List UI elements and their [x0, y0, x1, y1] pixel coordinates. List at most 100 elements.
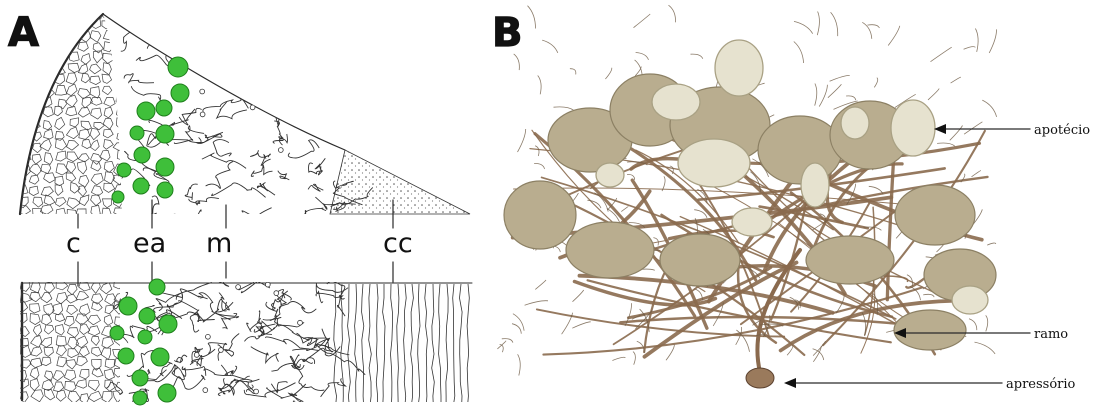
cortex-cell: [116, 97, 126, 107]
algal-cell: [117, 163, 131, 177]
hypha: [185, 184, 198, 200]
cortex-cell: [42, 51, 53, 60]
hypha-tip: [220, 48, 225, 53]
hypha: [241, 269, 269, 293]
cortex-cell: [30, 358, 41, 368]
hypha: [204, 369, 250, 379]
cortex-cell: [55, 325, 64, 336]
cortex-cell: [64, 316, 74, 326]
cilium: [634, 14, 651, 28]
hypha: [292, 102, 317, 127]
cortex-cell: [103, 53, 114, 63]
thallus-lobe: [504, 181, 576, 249]
cortex-cell: [18, 109, 27, 118]
hypha: [291, 366, 324, 391]
hypha: [242, 208, 272, 225]
cilium: [817, 11, 819, 35]
hypha: [229, 74, 245, 86]
hypha-tip: [194, 353, 199, 358]
cortex-cell: [33, 197, 43, 207]
cortex-cell: [33, 209, 43, 219]
label-apothecium: apotécio: [1034, 123, 1090, 138]
cortex-cell: [65, 381, 76, 392]
cortex-cell: [105, 172, 115, 184]
algal-cell: [110, 326, 124, 340]
cortex-cell: [90, 140, 99, 151]
cortex-cell: [56, 336, 66, 346]
cortex-cell: [30, 186, 39, 195]
cilium: [653, 238, 658, 246]
cilium: [572, 322, 590, 328]
cilium: [815, 84, 817, 106]
hypha: [345, 85, 356, 98]
cortex-cell: [116, 108, 128, 119]
cilium: [794, 21, 813, 33]
label-holdfast: apressório: [1006, 377, 1076, 392]
cortex-cell: [65, 30, 75, 42]
apothecium-disc: [891, 100, 935, 156]
cortex-network-bottom: [17, 279, 127, 405]
hypha-tip: [265, 282, 270, 287]
cortex-cell: [32, 77, 43, 87]
cortex-cell: [114, 279, 125, 289]
cortex-cell: [102, 86, 111, 95]
cortex-cell: [66, 20, 78, 30]
cortex-cell: [57, 357, 67, 367]
cortex-cell: [29, 100, 40, 110]
cortex-cell: [53, 303, 63, 315]
cortex-cell: [89, 391, 102, 401]
cortex-cell: [92, 347, 102, 356]
algal-cell: [137, 102, 155, 120]
thallus-lobe: [895, 185, 975, 245]
arrow-apothecium-head: [934, 124, 946, 134]
cilium: [975, 342, 996, 354]
cortex-cell: [70, 118, 79, 127]
cilium: [669, 5, 676, 22]
cord-fibre: [425, 284, 428, 409]
cilium: [534, 163, 544, 169]
cortex-cell: [33, 154, 42, 164]
cortex-cell: [54, 106, 62, 115]
cilium: [846, 96, 856, 100]
cilium: [514, 54, 520, 70]
cortex-cell: [67, 284, 77, 294]
cortex-cell: [41, 357, 51, 365]
thallus-lobe: [758, 116, 842, 184]
hypha: [213, 140, 231, 157]
cortex-cell: [43, 107, 53, 117]
cortex-cell: [66, 173, 76, 182]
cortex-cell: [91, 336, 99, 345]
cortex-cell: [104, 140, 114, 150]
cortex-cell: [117, 132, 128, 141]
cortex-cell: [103, 63, 112, 75]
cord-fibre: [341, 284, 344, 409]
hypha: [251, 159, 270, 176]
cortex-cell: [68, 337, 79, 349]
cortex-cell: [66, 127, 78, 139]
cortex-cell: [19, 87, 29, 96]
apothecium-disc: [678, 139, 750, 187]
cortex-cell: [92, 302, 103, 311]
cortex-cell: [104, 161, 114, 172]
hypha-tip: [254, 389, 259, 394]
cortex-cell: [102, 199, 111, 208]
cortex-cell: [55, 139, 66, 150]
cortex-cell: [19, 140, 29, 151]
algal-cell: [138, 330, 152, 344]
cortex-cell: [116, 118, 126, 129]
cortex-cell: [42, 314, 52, 325]
cord-fibre: [411, 284, 414, 409]
hypha: [221, 365, 237, 375]
hypha: [304, 107, 338, 117]
cortex-cell: [43, 17, 52, 28]
cortex-cell: [33, 324, 41, 336]
cilium: [819, 85, 827, 107]
cilium: [512, 324, 521, 334]
cilium: [525, 301, 548, 306]
cilium: [867, 25, 879, 28]
hypha: [335, 106, 357, 115]
cortex-cell: [31, 347, 42, 356]
hypha: [222, 317, 239, 329]
